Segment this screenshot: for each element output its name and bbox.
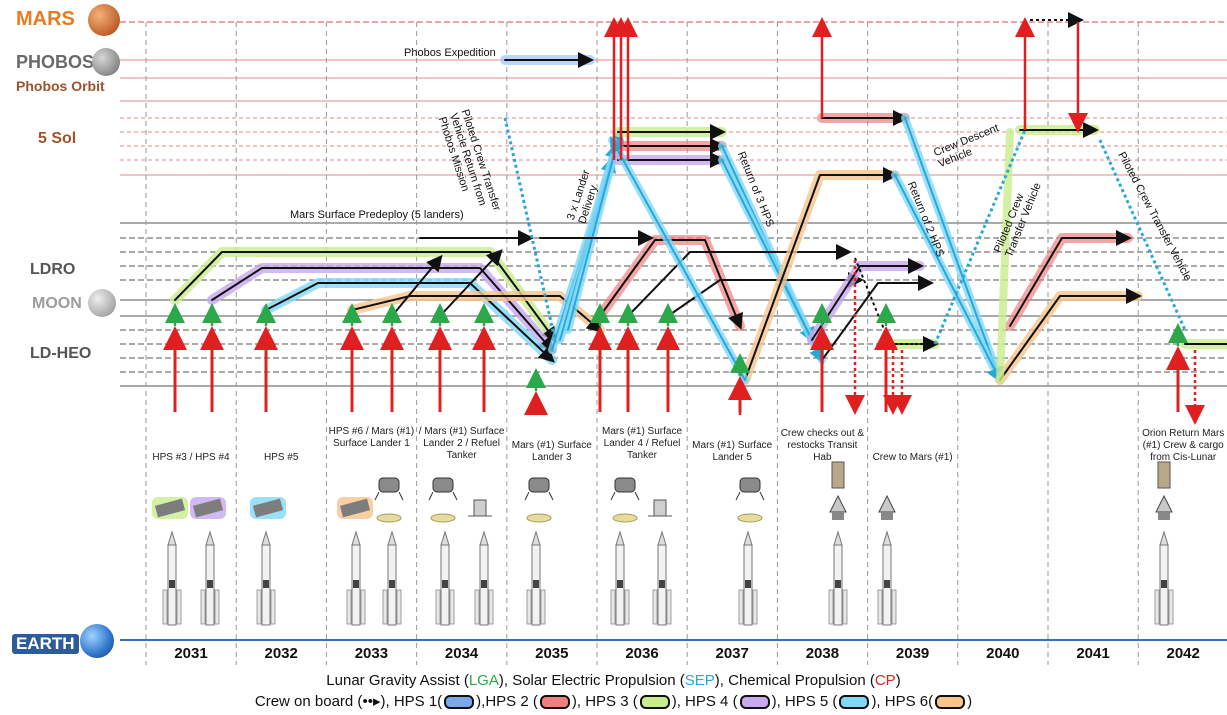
legend-text: ) <box>967 693 973 710</box>
tanker-icon <box>468 499 492 517</box>
solar-panel-icon <box>190 497 226 519</box>
rocket-icon <box>256 530 276 626</box>
launch-arrows <box>163 303 1190 415</box>
lander-icon <box>428 477 458 523</box>
year-label: 2035 <box>535 645 569 662</box>
crew-transfer-paths <box>503 12 1187 345</box>
five-sol-label: 5 Sol <box>38 130 77 147</box>
mission-description: Mars (#1) Surface Lander 3 <box>511 440 592 463</box>
lander-icon <box>735 477 765 523</box>
cp-legend: CP <box>874 672 896 689</box>
hps1-swatch-icon <box>444 695 475 710</box>
mission-description: Mars (#1) Surface Lander 4 / Refuel Tank… <box>601 426 683 461</box>
ld-heo-label: LD-HEO <box>30 345 92 362</box>
lander-icon <box>374 477 404 523</box>
capsule-icon <box>1155 494 1173 520</box>
legend-text: ), HPS 4 ( <box>671 693 738 710</box>
mission-description: Crew checks out & restocks Transit Hab <box>780 428 865 463</box>
year-label: 2041 <box>1076 645 1110 662</box>
rocket-icon <box>652 530 672 626</box>
year-label: 2036 <box>625 645 659 662</box>
mars-planet-icon <box>88 4 120 36</box>
legend-text: Crew on board ( <box>254 693 363 710</box>
lander-icon <box>524 477 554 523</box>
year-label: 2039 <box>895 645 930 662</box>
tanker-icon <box>648 499 672 517</box>
legend-text: Lunar Gravity Assist ( <box>326 672 469 689</box>
year-dividers <box>145 22 1139 665</box>
transit-hab-icon <box>1157 461 1171 489</box>
year-label: 2042 <box>1166 645 1200 662</box>
rocket-icon <box>828 530 848 626</box>
hps2-swatch-icon <box>539 695 570 710</box>
ldro-label: LDRO <box>30 261 76 278</box>
solar-panel-icon <box>250 497 286 519</box>
capsule-icon <box>829 494 847 520</box>
rocket-icon <box>382 530 402 626</box>
hardware-icons <box>152 461 1174 626</box>
rocket-icon <box>610 530 630 626</box>
legend-text: ), Solar Electric Propulsion ( <box>498 672 685 689</box>
propulsion-legend: Lunar Gravity Assist (LGA), Solar Electr… <box>0 672 1227 689</box>
rocket-icon <box>1154 530 1174 626</box>
transit-hab-icon <box>831 461 845 489</box>
rocket-icon <box>435 530 455 626</box>
phobos-orbit-label: Phobos Orbit <box>16 78 105 94</box>
rocket-icon <box>526 530 546 626</box>
mission-description: HPS #5 <box>263 452 299 463</box>
mars-label: MARS <box>16 8 75 30</box>
hps5-swatch-icon <box>839 695 870 710</box>
mission-description: Orion Return Mars (#1) Crew & cargo from… <box>1142 428 1225 463</box>
rocket-icon <box>200 530 220 626</box>
legend-text: ), HPS 3 ( <box>571 693 638 710</box>
mars-arrivals <box>604 17 1205 425</box>
phobos-label: PHOBOS <box>16 52 95 72</box>
lga-legend: LGA <box>468 672 499 689</box>
legend-text: ),HPS 2 ( <box>476 693 538 710</box>
moon-icon <box>88 289 116 317</box>
rocket-icon <box>474 530 494 626</box>
mission-description: Mars (#1) Surface Lander 5 <box>692 440 773 463</box>
rocket-icon <box>877 530 897 626</box>
year-label: 2033 <box>354 645 389 662</box>
rocket-icon <box>162 530 182 626</box>
mission-description: HPS #3 / HPS #4 <box>152 452 230 463</box>
sep-legend: SEP <box>684 672 715 689</box>
rocket-icon <box>346 530 366 626</box>
moon-label: MOON <box>32 295 82 312</box>
legend-text: ), HPS 6( <box>871 693 934 710</box>
legend-text: ) <box>895 672 901 689</box>
mission-description: Crew to Mars (#1) <box>872 452 953 463</box>
year-label: 2040 <box>986 645 1020 662</box>
crew-marker-icon: ••▸ <box>362 693 381 710</box>
year-label: 2034 <box>444 645 479 662</box>
year-label: 2031 <box>174 645 208 662</box>
legend-text: ), HPS 1( <box>380 693 443 710</box>
solar-panel-icon <box>152 497 188 519</box>
mission-description: HPS #6 / Mars (#1) Surface Lander 1 <box>328 426 415 449</box>
year-label: 2037 <box>715 645 749 662</box>
rocket-icon <box>738 530 758 626</box>
mission-description: / Mars (#1) Surface Lander 2 / Refuel Ta… <box>418 426 505 461</box>
hps4-swatch-icon <box>739 695 770 710</box>
hps6-swatch-icon <box>935 695 966 710</box>
solar-panel-icon <box>337 497 373 519</box>
orbit-levels <box>120 21 1227 641</box>
lander-icon <box>610 477 640 523</box>
year-label: 2038 <box>805 645 840 662</box>
year-label: 2032 <box>264 645 298 662</box>
legend-text: ), HPS 5 ( <box>771 693 838 710</box>
hps-trajectories <box>170 52 1227 385</box>
crew-hps-legend: Crew on board (••▸), HPS 1( ),HPS 2 ( ), H… <box>0 692 1227 710</box>
earth-planet-icon <box>80 624 114 658</box>
phobos-moon-icon <box>92 48 120 76</box>
phobos-expedition-annotation: Phobos Expedition <box>404 47 496 59</box>
hps3-swatch-icon <box>639 695 670 710</box>
legend-text: ), Chemical Propulsion ( <box>714 672 875 689</box>
surface-predeploy-annotation: Mars Surface Predeploy (5 landers) <box>290 209 464 221</box>
capsule-icon <box>878 494 896 520</box>
earth-label: EARTH <box>12 634 79 654</box>
